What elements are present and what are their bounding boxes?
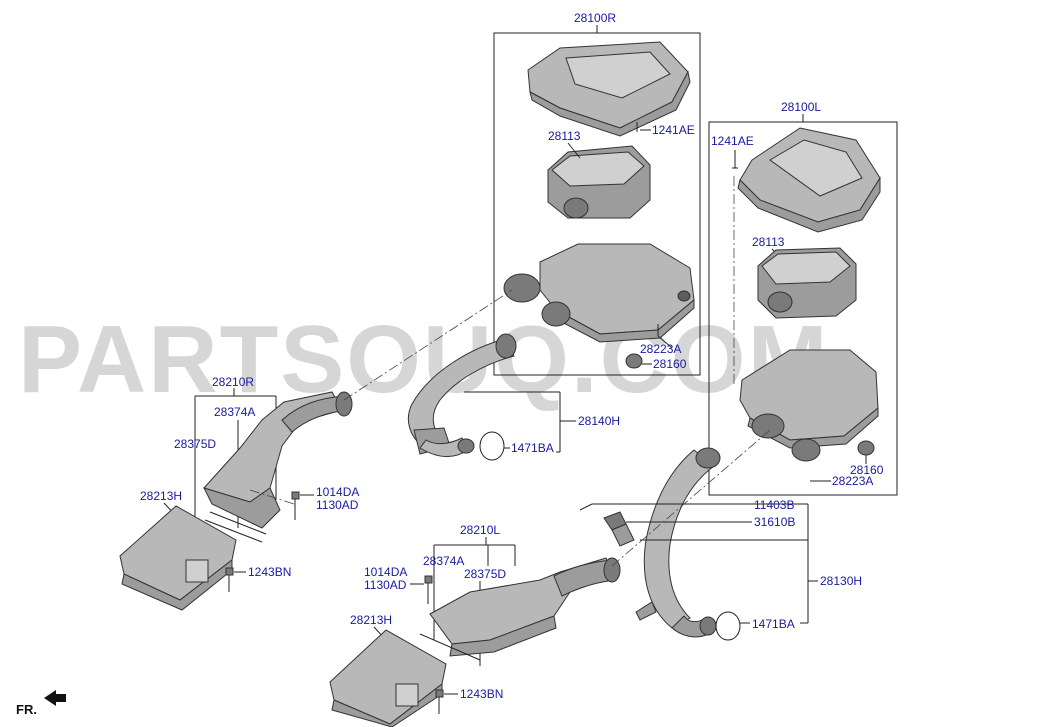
air-guide-28213h-left [329, 629, 447, 727]
air-duct-28210l [429, 557, 621, 657]
bolt-1014da-right [291, 491, 300, 520]
label-28210l[interactable]: 28210L [460, 523, 500, 537]
label-31610b[interactable]: 31610B [754, 515, 795, 529]
air-cleaner-cover-right [527, 41, 691, 137]
label-28375d-right[interactable]: 28375D [174, 437, 216, 451]
label-28100l[interactable]: 28100L [781, 100, 821, 114]
centerline-right-duct [343, 289, 513, 401]
bolt-1243bn-right [225, 567, 234, 592]
label-1014da-left[interactable]: 1014DA [364, 565, 407, 579]
air-cleaner-case-right [503, 243, 695, 343]
label-28160-left[interactable]: 28160 [850, 463, 884, 477]
label-1130ad-left[interactable]: 1130AD [364, 578, 407, 592]
air-cleaner-cover-left [737, 127, 881, 233]
front-arrow-icon [44, 690, 66, 706]
label-1471ba-right[interactable]: 1471BA [511, 441, 554, 455]
label-28213h-right[interactable]: 28213H [140, 489, 182, 503]
label-28130h[interactable]: 28130H [820, 574, 862, 588]
label-28100r[interactable]: 28100R [574, 11, 616, 25]
clamp-1471ba-right [479, 431, 505, 461]
label-1241ae-right[interactable]: 1241AE [652, 123, 695, 137]
label-1471ba-left[interactable]: 1471BA [752, 617, 795, 631]
grommet-28160-left [857, 440, 875, 456]
label-28140h[interactable]: 28140H [578, 414, 620, 428]
intake-hose-28140h [407, 333, 517, 457]
centerline-left-duct [611, 429, 771, 567]
air-guide-28213h-right [119, 505, 237, 611]
label-11403b[interactable]: 11403B [754, 498, 794, 512]
label-28210r[interactable]: 28210R [212, 375, 254, 389]
label-1130ad-right[interactable]: 1130AD [316, 498, 359, 512]
label-1241ae-left[interactable]: 1241AE [711, 134, 754, 148]
clamp-1471ba-left [715, 611, 741, 641]
air-cleaner-case-left [739, 349, 879, 462]
sensor-31610b [603, 511, 635, 547]
label-1243bn-right[interactable]: 1243BN [248, 565, 291, 579]
label-28213h-left[interactable]: 28213H [350, 613, 392, 627]
front-label: FR. [16, 702, 37, 717]
label-28375d-left[interactable]: 28375D [464, 567, 506, 581]
grommet-28160-right [625, 353, 643, 369]
label-28374a-right[interactable]: 28374A [214, 405, 255, 419]
air-duct-28210r [203, 391, 353, 529]
filter-element-left [757, 247, 857, 319]
bolt-1243bn-left [435, 689, 444, 714]
label-28223a-right[interactable]: 28223A [640, 342, 681, 356]
label-28160-right[interactable]: 28160 [653, 357, 687, 371]
label-1014da-right[interactable]: 1014DA [316, 485, 359, 499]
bolt-1014da-left [424, 575, 433, 604]
label-28374a-left[interactable]: 28374A [423, 554, 464, 568]
label-28113-right[interactable]: 28113 [548, 129, 581, 143]
label-28223a-left[interactable]: 28223A [832, 474, 873, 488]
filter-element-right [547, 145, 651, 219]
intake-hose-28130h [635, 447, 721, 638]
label-28113-left[interactable]: 28113 [752, 235, 785, 249]
label-1243bn-left[interactable]: 1243BN [460, 687, 503, 701]
